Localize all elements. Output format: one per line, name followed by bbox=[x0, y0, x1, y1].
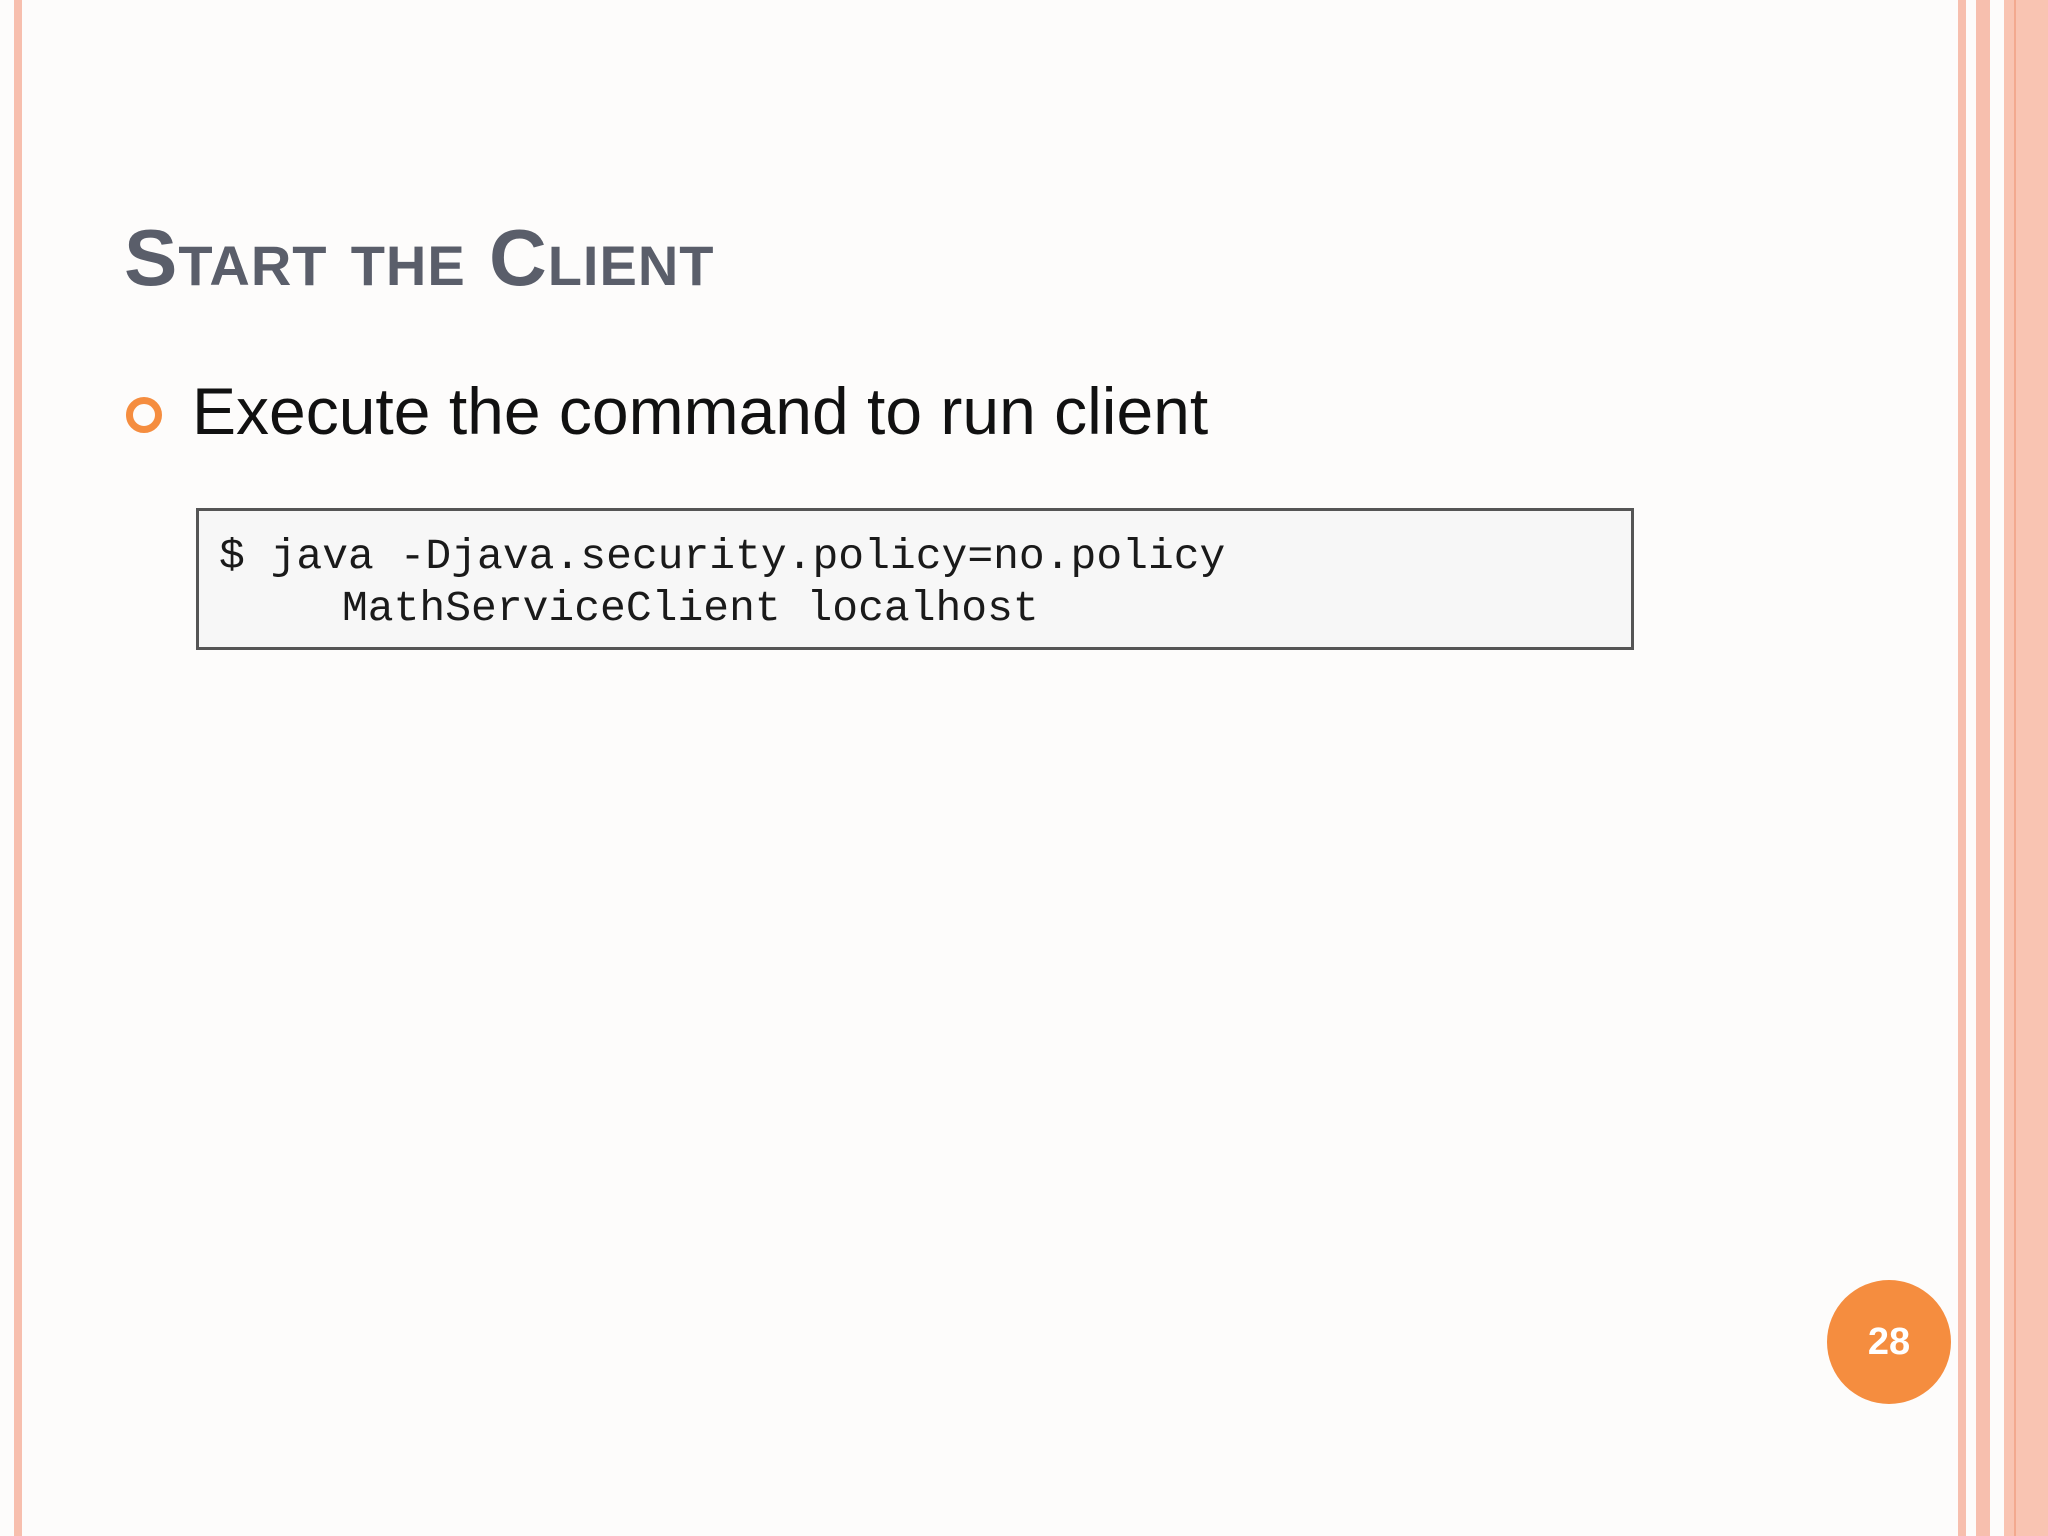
bullet-item: Execute the command to run client bbox=[126, 372, 1208, 451]
slide-title: Start the Client bbox=[124, 213, 715, 302]
page-number-badge: 28 bbox=[1827, 1280, 1951, 1404]
right-decorative-stripe bbox=[1976, 0, 1990, 1536]
right-decorative-stripe bbox=[1958, 0, 1966, 1536]
hollow-circle-icon bbox=[126, 396, 162, 433]
left-decorative-stripe bbox=[14, 0, 22, 1536]
code-line: MathServiceClient localhost bbox=[342, 584, 1039, 633]
bullet-text: Execute the command to run client bbox=[192, 374, 1209, 448]
code-block: $ java -Djava.security.policy=no.policy … bbox=[196, 508, 1634, 650]
right-decorative-line bbox=[2014, 0, 2016, 1536]
code-line: $ java -Djava.security.policy=no.policy bbox=[219, 532, 1226, 581]
right-decorative-stripe bbox=[2004, 0, 2048, 1536]
